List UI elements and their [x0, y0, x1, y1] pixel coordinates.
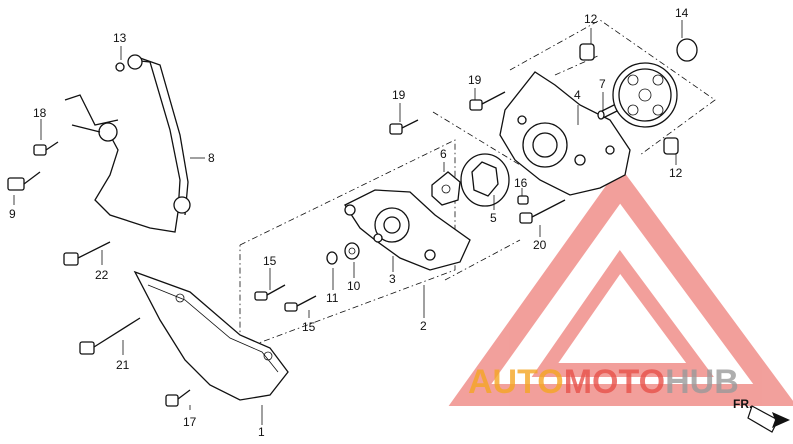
bolt-17: [165, 389, 191, 407]
callout-11: 11: [326, 291, 339, 305]
callout-7: 7: [599, 77, 606, 91]
bolt-13: [115, 62, 125, 72]
callout-12-right: 12: [669, 166, 683, 180]
oil-pipe: [64, 54, 191, 233]
dowel-pin-top: [579, 43, 595, 61]
bolt-22: [63, 241, 111, 266]
svg-text:AUTOMOTOHUB: AUTOMOTOHUB: [468, 363, 739, 401]
callout-22: 22: [95, 268, 109, 282]
callout-14: 14: [675, 6, 689, 20]
watermark-logo: [448, 166, 793, 406]
callout-8: 8: [208, 151, 215, 165]
outer-rotor: [460, 153, 510, 207]
callout-labels: 13 8 18 9 22 21 17 1 2 3 6 5 4 7 12 12 1…: [9, 6, 689, 439]
front-direction-arrow: FR.: [733, 397, 790, 433]
leader-lines: [13, 20, 683, 425]
pin-16: [517, 195, 529, 205]
dowel-pin-right: [663, 137, 679, 155]
callout-12-top: 12: [584, 12, 598, 26]
pump-housing: [499, 71, 631, 196]
watermark-part-hub: HUB: [665, 363, 739, 401]
watermark-part-auto: AUTO: [468, 363, 564, 401]
callout-1: 1: [258, 425, 265, 439]
watermark-text: AUTOMOTOHUB: [468, 363, 739, 401]
callout-4: 4: [574, 88, 581, 102]
callout-9: 9: [9, 207, 16, 221]
drive-gear: [612, 62, 678, 128]
callout-2: 2: [420, 319, 427, 333]
callout-19-left: 19: [392, 88, 406, 102]
callout-18: 18: [33, 106, 47, 120]
o-ring: [676, 38, 698, 62]
watermark-part-moto: MOTO: [564, 363, 665, 401]
callout-21: 21: [116, 358, 130, 372]
bolt-15a: [254, 284, 286, 301]
cover-plate: [133, 270, 289, 401]
inner-rotor: [431, 171, 461, 206]
bolt-9: [7, 171, 41, 191]
callout-6: 6: [440, 147, 447, 161]
callout-20: 20: [533, 238, 547, 252]
callout-5: 5: [490, 211, 497, 225]
callout-15-bottom: 15: [302, 320, 316, 334]
washer-11: [326, 251, 338, 265]
bolt-20: [519, 199, 566, 224]
callout-19-right: 19: [468, 73, 482, 87]
callout-17: 17: [183, 415, 197, 429]
direction-label: FR.: [733, 397, 752, 411]
bolt-19: [389, 119, 419, 135]
bolt-21: [79, 317, 141, 355]
bolt-18: [33, 141, 59, 156]
washer-10: [344, 242, 360, 260]
callout-3: 3: [389, 272, 396, 286]
bolt-15b: [284, 295, 317, 312]
callout-10: 10: [347, 279, 361, 293]
callout-15-top: 15: [263, 254, 277, 268]
arrow-icon: [755, 408, 790, 428]
bolt-19b: [469, 91, 506, 111]
pump-body: [344, 189, 471, 271]
callout-16: 16: [514, 176, 528, 190]
callout-13: 13: [113, 31, 127, 45]
